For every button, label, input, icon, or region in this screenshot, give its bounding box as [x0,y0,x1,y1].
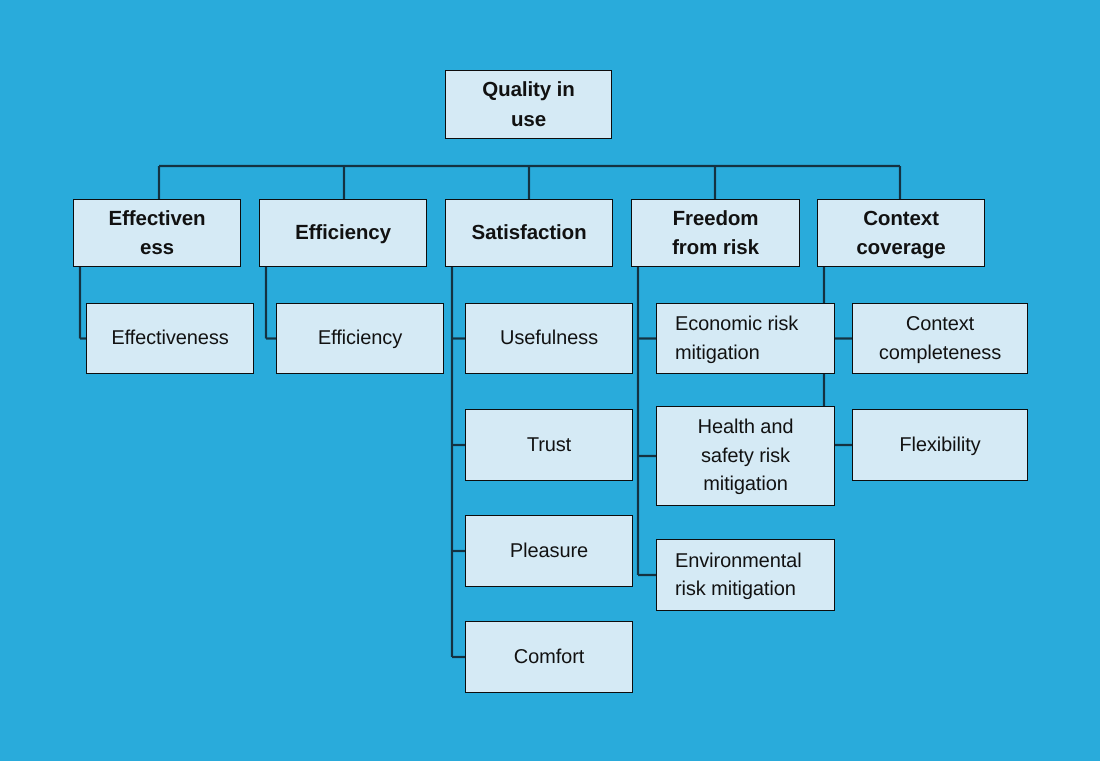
node-label-effectiveness-leaf: Effectiveness [111,327,229,350]
node-label-context-completeness: Context completeness [878,313,1002,364]
node-efficiency[interactable]: Efficiency [259,199,427,267]
node-label-efficiency: Efficiency [295,221,391,245]
node-flexibility[interactable]: Flexibility [852,409,1028,481]
node-efficiency-leaf[interactable]: Efficiency [276,303,444,374]
node-economic-risk-mitigation[interactable]: Economic risk mitigation [656,303,835,374]
node-label-pleasure: Pleasure [509,539,589,562]
node-trust[interactable]: Trust [465,409,633,481]
node-freedom-from-risk[interactable]: Freedom from risk [631,199,800,267]
node-context-coverage[interactable]: Context coverage [817,199,985,267]
node-context-completeness[interactable]: Context completeness [852,303,1028,374]
node-satisfaction[interactable]: Satisfaction [445,199,613,267]
node-label-health-safety-risk-mitigation: Health and safety risk mitigation [697,416,794,496]
node-pleasure[interactable]: Pleasure [465,515,633,587]
node-effectiveness-leaf[interactable]: Effectiveness [86,303,254,374]
node-health-safety-risk-mitigation[interactable]: Health and safety risk mitigation [656,406,835,506]
node-label-effectiveness: Effectiven ess [108,206,206,259]
node-label-flexibility: Flexibility [899,433,981,456]
node-label-trust: Trust [526,433,572,456]
node-label-context-coverage: Context coverage [856,206,946,259]
node-effectiveness[interactable]: Effectiven ess [73,199,241,267]
node-label-efficiency-leaf: Efficiency [317,327,403,350]
node-comfort[interactable]: Comfort [465,621,633,693]
node-label-economic-risk-mitigation: Economic risk mitigation [675,313,799,364]
node-label-satisfaction: Satisfaction [471,221,587,245]
node-label-quality-in-use: Quality in use [482,78,575,131]
node-label-comfort: Comfort [513,645,585,668]
node-usefulness[interactable]: Usefulness [465,303,633,374]
node-quality-in-use[interactable]: Quality in use [445,70,612,139]
node-label-freedom-from-risk: Freedom from risk [672,206,759,259]
node-label-environmental-risk-mitigation: Environmental risk mitigation [675,549,802,600]
node-environmental-risk-mitigation[interactable]: Environmental risk mitigation [656,539,835,611]
node-label-usefulness: Usefulness [500,327,598,350]
